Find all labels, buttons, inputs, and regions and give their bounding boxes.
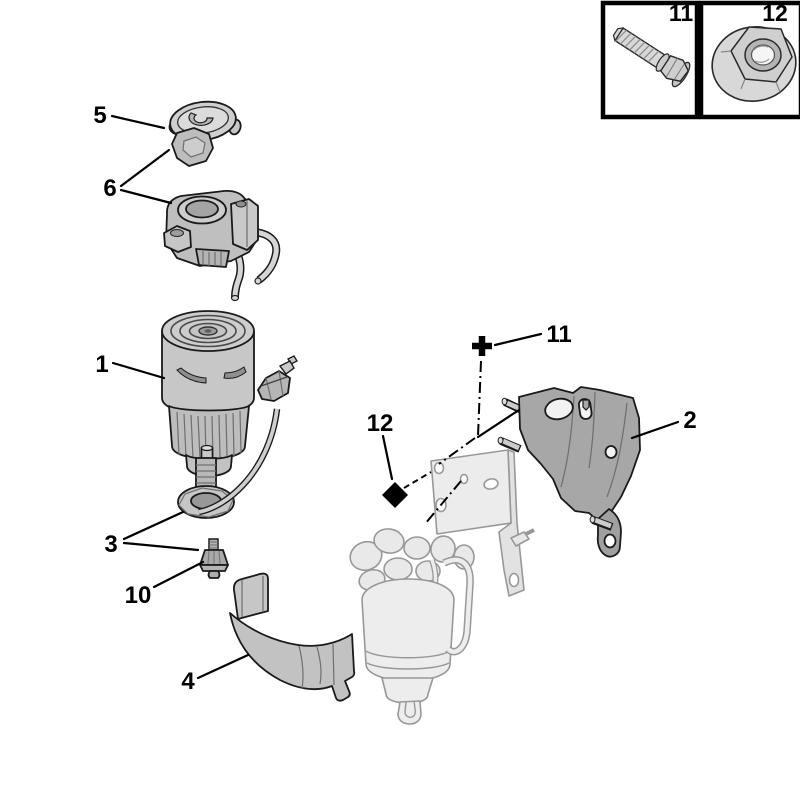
ghost-mounting-plate — [430, 449, 535, 597]
callout-2-line — [630, 420, 680, 440]
nut-drawing — [711, 26, 797, 102]
callout-4-line — [196, 653, 250, 680]
bolt-drawing — [612, 27, 691, 88]
inset-box-bolt: 11 — [600, 0, 700, 120]
part-6-filter-head — [163, 190, 281, 302]
callout-5: 5 — [93, 102, 166, 130]
callout-4: 4 — [181, 653, 250, 695]
sensor-connector — [257, 355, 298, 402]
part-10-bleed-screw — [199, 538, 229, 579]
callout-4-label: 4 — [181, 668, 195, 695]
callout-2: 2 — [630, 407, 697, 440]
callout-1: 1 — [95, 351, 166, 380]
callout-10: 10 — [125, 560, 205, 609]
callout-3-label: 3 — [104, 531, 117, 558]
callout-12-line — [381, 434, 394, 481]
callout-1-line — [111, 361, 166, 380]
inset-box-nut: 12 — [698, 0, 800, 120]
callout-3: 3 — [104, 510, 200, 558]
callout-3-line-a — [122, 510, 185, 541]
callout-6-line-b — [119, 188, 173, 205]
inset-bolt-number: 11 — [669, 0, 694, 26]
ghost-filter-assembly — [349, 528, 475, 725]
callout-5-line — [110, 114, 166, 130]
callout-6-line-a — [119, 148, 171, 188]
callout-12: 12 — [367, 410, 394, 481]
callout-6: 6 — [103, 148, 173, 205]
callout-11-label: 11 — [546, 321, 571, 348]
callout-10-line — [152, 560, 205, 589]
part-4-retaining-strap — [229, 572, 356, 702]
inset-nut-number: 12 — [762, 0, 788, 26]
callout-3-line-b — [122, 541, 200, 552]
callout-11-line — [493, 332, 543, 347]
callout-12-label: 12 — [367, 410, 394, 437]
callout-11: 11 — [493, 321, 572, 348]
callout-6-label: 6 — [103, 175, 116, 202]
part-3-water-sensor — [177, 355, 298, 519]
part-1-filter-cartridge — [161, 310, 255, 477]
callout-1-label: 1 — [95, 351, 108, 378]
nut-position-diamond-symbol — [382, 482, 408, 508]
bolt-position-cross-symbol — [472, 336, 492, 356]
callout-2-label: 2 — [683, 407, 696, 434]
assembly-guide-lines — [403, 360, 521, 525]
part-2-mounting-bracket — [497, 386, 641, 558]
callout-10-label: 10 — [125, 582, 152, 609]
callout-5-label: 5 — [93, 102, 106, 129]
part-5-cap-and-clip — [168, 100, 242, 167]
